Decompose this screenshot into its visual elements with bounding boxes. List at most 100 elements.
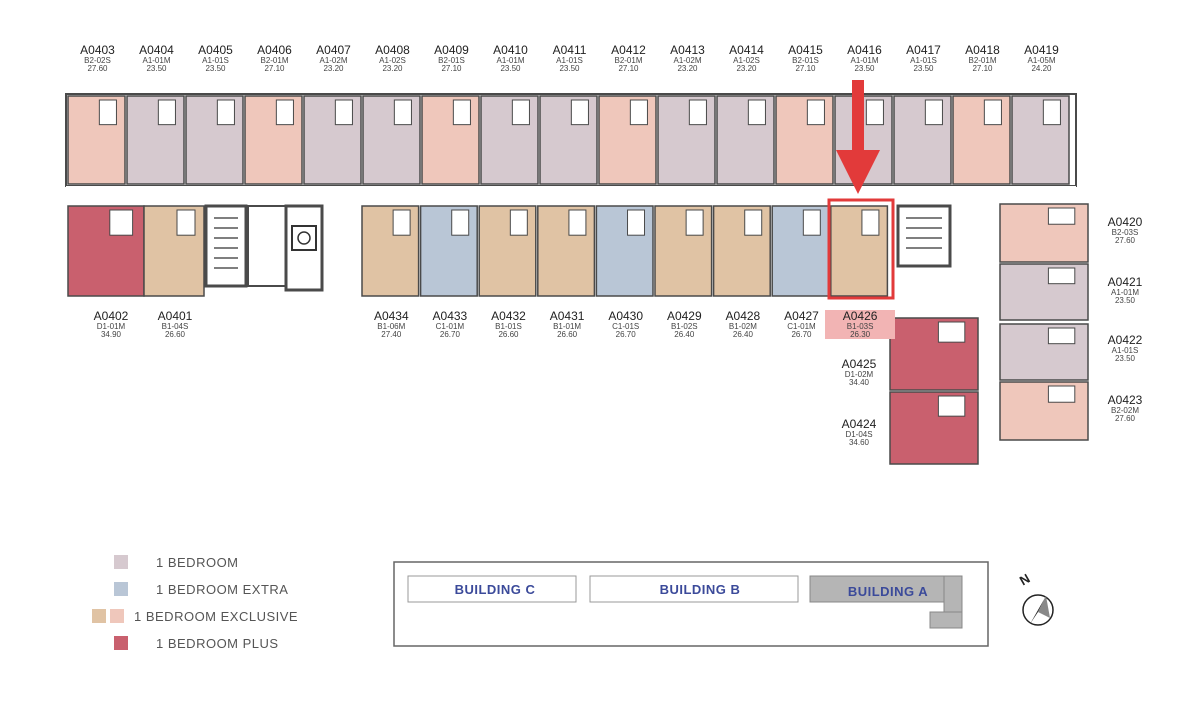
bottom-row-units: [67, 205, 889, 297]
unit-area: 26.60: [498, 329, 519, 339]
unit-code: A0426: [842, 309, 878, 323]
legend-label: 1 BEDROOM EXCLUSIVE: [134, 608, 299, 624]
unit-code: A0402: [93, 309, 129, 323]
stair-core-right: [896, 204, 952, 268]
unit-code: A0403: [80, 43, 115, 57]
unit-code: A0410: [493, 43, 528, 57]
unit-type: B2-02M: [1110, 405, 1139, 415]
unit-type: B1-02M: [728, 321, 757, 331]
unit-area: 26.70: [791, 329, 812, 339]
unit-type: A1-02M: [673, 55, 702, 65]
unit-type: A1-02S: [733, 55, 760, 65]
bathroom-detail: [924, 99, 943, 126]
unit-type: A1-02S: [379, 55, 406, 65]
unit-code: A0428: [725, 309, 761, 323]
stair-core: [204, 204, 324, 292]
compass: N: [1014, 571, 1064, 632]
legend-swatch: [92, 609, 106, 623]
site-key-plan: [393, 561, 989, 647]
bathroom-detail: [744, 209, 763, 236]
unit-type: D1-02M: [844, 369, 874, 379]
building-a-label: BUILDING A: [847, 584, 929, 599]
building-b-outline: [589, 575, 799, 603]
unit-code: A0404: [139, 43, 174, 57]
bathroom-detail: [1047, 327, 1076, 345]
unit-code: A0433: [432, 309, 468, 323]
bathroom-detail: [983, 99, 1002, 126]
unit-code: A0415: [788, 43, 823, 57]
bathroom-detail: [451, 209, 470, 236]
unit-type: D1-01M: [96, 321, 126, 331]
unit-code: A0427: [784, 309, 819, 323]
bathroom-detail: [806, 99, 825, 126]
bathroom-detail: [334, 99, 353, 126]
unit-area: 27.10: [972, 63, 993, 73]
unit-code: A0430: [608, 309, 644, 323]
unit-code: A0419: [1024, 43, 1059, 57]
unit-code: A0421: [1107, 275, 1143, 289]
unit-type: A1-02M: [319, 55, 348, 65]
unit-type: A1-01S: [910, 55, 937, 65]
bathroom-detail: [747, 99, 766, 126]
unit-a0419[interactable]: [1011, 95, 1070, 185]
unit-type: A1-01M: [496, 55, 525, 65]
floor-plan: [65, 80, 1089, 465]
unit-area: 34.40: [848, 377, 870, 387]
unit-type: A1-01M: [850, 55, 879, 65]
legend-swatch: [110, 609, 124, 623]
top-row-units: [67, 95, 1070, 185]
unit-type: B2-01S: [438, 55, 465, 65]
unit-area: 23.50: [559, 63, 580, 73]
unit-area: 26.70: [615, 329, 636, 339]
unit-area: 23.50: [500, 63, 521, 73]
bathroom-detail: [511, 99, 530, 126]
compass-icon: [1022, 594, 1054, 626]
unit-area: 26.70: [439, 329, 460, 339]
unit-type: B1-02S: [670, 321, 698, 331]
bathroom-detail: [392, 209, 411, 236]
bathroom-detail: [688, 99, 707, 126]
unit-area: 27.10: [264, 63, 285, 73]
unit-a0431[interactable]: [537, 205, 596, 297]
bathroom-detail: [937, 321, 966, 343]
unit-type: C1-01M: [787, 321, 816, 331]
unit-type: A1-01S: [1111, 345, 1139, 355]
unit-type: B1-01S: [495, 321, 522, 331]
unit-area: 26.60: [557, 329, 578, 339]
unit-area: 23.50: [146, 63, 167, 73]
